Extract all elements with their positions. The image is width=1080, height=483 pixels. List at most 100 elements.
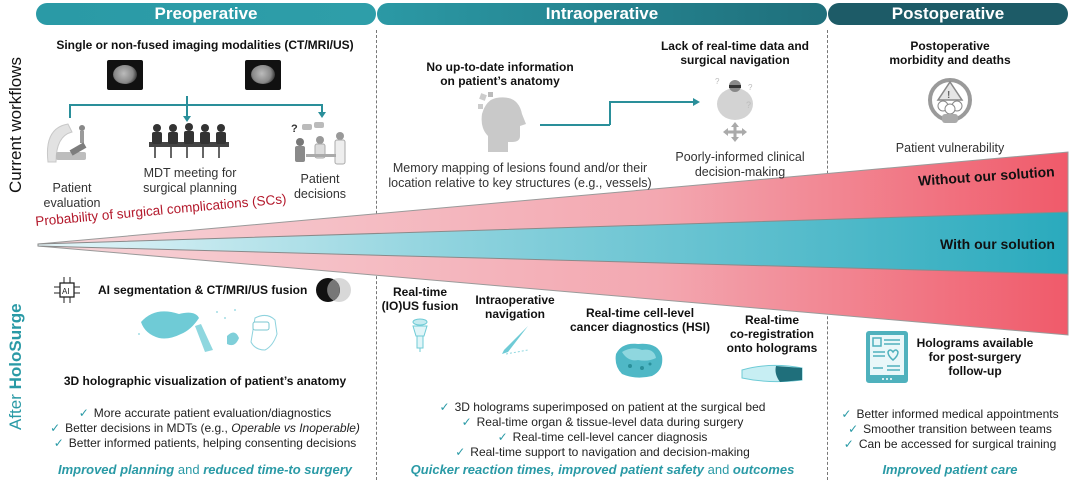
- label-line: evaluation: [43, 196, 101, 210]
- label-line: decisions: [293, 187, 347, 201]
- outcome-emphasis: reduced time-to surgery: [203, 462, 353, 477]
- heading-line: for post-surgery: [928, 350, 1022, 364]
- heading-line: Lack of real-time data and: [660, 39, 810, 53]
- check-icon: ✓: [843, 437, 854, 451]
- patient-vulnerability-icon: !: [928, 78, 972, 123]
- desc-line: location relative to key structures (e.g…: [388, 176, 652, 190]
- digital-record-tablet-icon: [866, 331, 908, 383]
- benefit-text: Real-time support to navigation and deci…: [470, 445, 750, 459]
- heading-line: follow-up: [948, 364, 1002, 378]
- feature-line: (IO)US fusion: [381, 299, 459, 313]
- benefit-text: Better decisions in MDTs (e.g.,: [65, 421, 232, 435]
- benefit-item: ✓Real-time support to navigation and dec…: [380, 445, 825, 460]
- ct-scan-image: [107, 60, 143, 90]
- phase-header-preoperative: Preoperative: [36, 3, 376, 25]
- post-outcome: Improved patient care: [882, 462, 1018, 477]
- benefit-text: 3D holograms superimposed on patient at …: [454, 400, 766, 414]
- intra-outcome: Quicker reaction times, improved patient…: [380, 462, 825, 477]
- benefit-item: ✓More accurate patient evaluation/diagno…: [40, 406, 370, 421]
- consultation-icon: ?: [291, 122, 346, 165]
- svg-text:!: !: [947, 90, 950, 101]
- desc-line: Poorly-informed clinical: [675, 150, 805, 164]
- ct-scanner-icon: [46, 123, 87, 163]
- arrow-head-icon: [693, 98, 700, 106]
- flow-connector: [609, 101, 694, 103]
- outcome-emphasis: Quicker reaction times, improved patient…: [410, 462, 704, 477]
- heading-line: on patient’s anatomy: [440, 74, 560, 88]
- check-icon: ✓: [50, 421, 61, 435]
- outcome-joiner: and: [174, 462, 204, 477]
- intra-benefits-list: ✓3D holograms superimposed on patient at…: [380, 400, 825, 460]
- with-solution-label: With our solution: [940, 236, 1055, 252]
- svg-text:?: ?: [715, 77, 720, 86]
- benefit-text-italic: Operable vs Inoperable): [231, 421, 360, 435]
- label-line: surgical planning: [143, 181, 237, 195]
- heading-line: Postoperative: [910, 39, 990, 53]
- label-line: Patient: [300, 172, 340, 186]
- svg-text:?: ?: [748, 83, 753, 92]
- tissue-sample-icon: [615, 343, 663, 378]
- check-icon: ✓: [461, 415, 472, 429]
- meeting-icon: [149, 123, 229, 158]
- svg-text:?: ?: [291, 123, 298, 135]
- check-icon: ✓: [53, 436, 64, 450]
- scalpel-icon: [502, 326, 529, 355]
- feature-line: co-registration: [729, 327, 814, 341]
- feature-line: onto holograms: [726, 341, 818, 355]
- label-line: MDT meeting for: [143, 166, 237, 180]
- outcome-emphasis: outcomes: [732, 462, 795, 477]
- heading-line: Holograms available: [916, 336, 1034, 350]
- flow-connector: [609, 101, 611, 125]
- check-icon: ✓: [848, 422, 859, 436]
- phase-label: Preoperative: [154, 4, 258, 23]
- phase-header-intraoperative: Intraoperative: [377, 3, 827, 25]
- benefit-item: ✓Better informed medical appointments: [830, 407, 1070, 422]
- heading-line: No up-to-date information: [426, 60, 574, 74]
- feature-line: Intraoperative: [475, 293, 555, 307]
- benefit-item: ✓Can be accessed for surgical training: [830, 437, 1070, 452]
- label-line: Patient: [52, 181, 92, 195]
- phase-label: Intraoperative: [545, 4, 659, 23]
- heading-line: morbidity and deaths: [889, 53, 1011, 67]
- arrow-head-icon: [183, 116, 191, 122]
- outcome-joiner: and: [704, 462, 733, 477]
- phase-header-postoperative: Postoperative: [828, 3, 1068, 25]
- check-icon: ✓: [439, 400, 450, 414]
- pre-benefits-list: ✓More accurate patient evaluation/diagno…: [40, 406, 370, 451]
- benefit-item: ✓Real-time organ & tissue-level data dur…: [380, 415, 825, 430]
- risk-band-with-solution: [37, 211, 1069, 275]
- feature-line: navigation: [484, 307, 545, 321]
- flow-connector: [540, 124, 610, 126]
- benefit-item: ✓ 3D holograms superimposed on patient at…: [380, 400, 825, 415]
- ai-chip-icon: AI: [54, 277, 80, 303]
- image-fusion-icon: [316, 278, 351, 302]
- ct-scan-image: [245, 60, 281, 90]
- flow-connector: [69, 104, 71, 118]
- desc-line: decision-making: [694, 165, 786, 179]
- check-icon: ✓: [841, 407, 852, 421]
- current-post-desc: Patient vulnerability: [895, 141, 1005, 155]
- current-intra-desc-memory: Memory mapping of lesions found and/or t…: [380, 161, 660, 191]
- pre-outcome: Improved planning and reduced time-to su…: [40, 462, 370, 477]
- benefit-item: ✓Real-time cell-level cancer diagnosis: [380, 430, 825, 445]
- confused-surgeon-icon: ? ? ?: [715, 77, 753, 142]
- heading-line: surgical navigation: [680, 53, 790, 67]
- hololens-headset-icon: [741, 364, 803, 383]
- benefit-item: ✓Smoother transition between teams: [830, 422, 1070, 437]
- puzzle-head-icon: [478, 92, 526, 152]
- phase-label: Postoperative: [891, 4, 1005, 23]
- feature-line: cancer diagnostics (HSI): [569, 320, 711, 334]
- svg-text:?: ?: [746, 100, 751, 110]
- svg-text:AI: AI: [62, 287, 70, 296]
- check-icon: ✓: [497, 430, 508, 444]
